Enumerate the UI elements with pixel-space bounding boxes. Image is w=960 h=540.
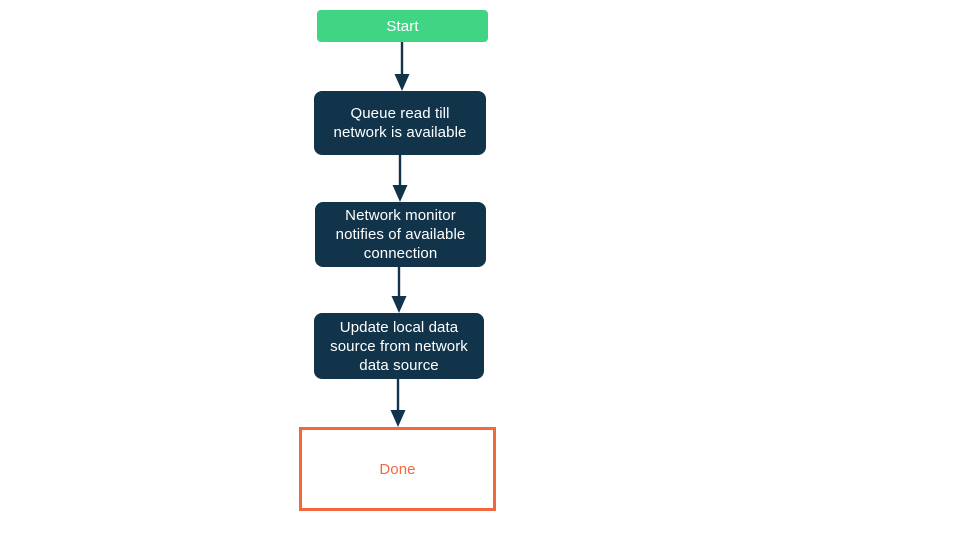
flow-arrow-queue-to-monitor bbox=[391, 155, 409, 202]
flow-node-update[interactable]: Update local data source from network da… bbox=[314, 313, 484, 379]
flow-node-label-done: Done bbox=[379, 460, 416, 478]
flow-node-label-update: Update local data source from network da… bbox=[330, 318, 468, 374]
flow-node-monitor[interactable]: Network monitor notifies of available co… bbox=[315, 202, 486, 267]
flow-node-label-start: Start bbox=[386, 17, 419, 35]
flow-node-start[interactable]: Start bbox=[317, 10, 488, 42]
flow-arrow-monitor-to-update bbox=[390, 267, 408, 313]
flow-arrow-update-to-done bbox=[389, 379, 407, 427]
flow-node-queue[interactable]: Queue read till network is available bbox=[314, 91, 486, 155]
flow-node-label-monitor: Network monitor notifies of available co… bbox=[335, 207, 466, 262]
flow-node-done[interactable]: Done bbox=[299, 427, 496, 511]
flow-arrow-start-to-queue bbox=[393, 42, 411, 91]
flow-node-label-queue: Queue read till network is available bbox=[333, 105, 467, 141]
